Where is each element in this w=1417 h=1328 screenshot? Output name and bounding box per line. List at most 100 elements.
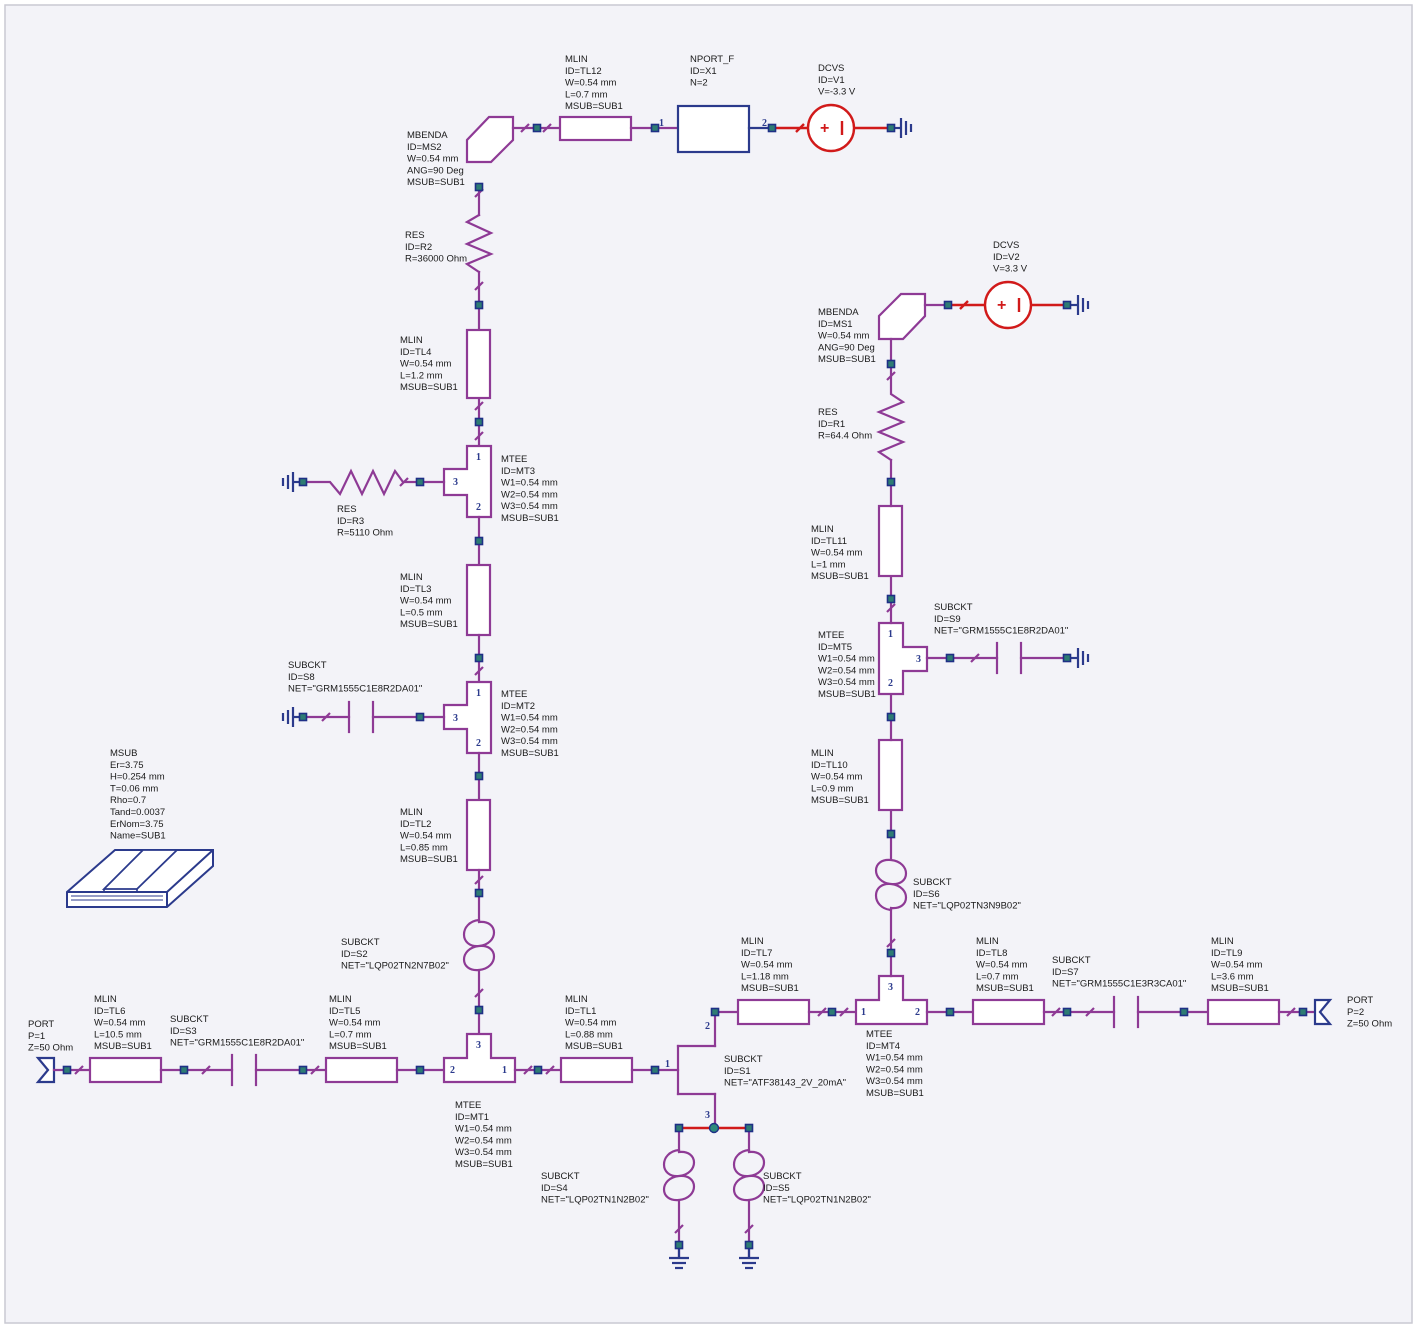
label-line: P=2 <box>1347 1007 1364 1018</box>
port-p1[interactable] <box>35 1056 56 1084</box>
connection-nodes <box>62 123 1308 1250</box>
connection-node[interactable] <box>945 653 955 663</box>
inductor-s2[interactable] <box>463 918 495 1036</box>
label-line: Rho=0.7 <box>110 795 146 806</box>
label-line: Z=50 Ohm <box>1347 1019 1392 1030</box>
bend-ms2[interactable] <box>465 115 515 164</box>
transistor-s1[interactable] <box>676 1010 717 1130</box>
connection-node[interactable] <box>1298 1007 1308 1017</box>
connection-node[interactable] <box>474 771 484 781</box>
mlin-tl6[interactable] <box>88 1056 163 1084</box>
connection-node[interactable] <box>415 477 425 487</box>
connection-node[interactable] <box>674 1240 684 1250</box>
connection-node[interactable] <box>532 123 542 133</box>
tee-mt5[interactable] <box>877 621 929 696</box>
connection-node[interactable] <box>674 1123 684 1133</box>
mlin-tl12[interactable] <box>558 115 633 142</box>
connection-node[interactable] <box>886 829 896 839</box>
connection-node[interactable] <box>179 1065 189 1075</box>
connection-node[interactable] <box>1062 1007 1072 1017</box>
label-line: SUBCKT <box>170 1014 209 1025</box>
connection-node[interactable] <box>62 1065 72 1075</box>
connection-node[interactable] <box>767 123 777 133</box>
mlin-tl2[interactable] <box>465 798 492 872</box>
resistor-r1[interactable] <box>876 362 906 462</box>
label-line: W1=0.54 mm <box>501 713 558 724</box>
connection-node[interactable] <box>886 359 896 369</box>
connection-node[interactable] <box>474 182 484 192</box>
mlin-tl9[interactable] <box>1206 998 1281 1026</box>
port-p2[interactable] <box>1313 998 1333 1026</box>
connection-node[interactable] <box>744 1240 754 1250</box>
connection-node[interactable] <box>474 300 484 310</box>
tee-mt1[interactable] <box>442 1032 517 1084</box>
connection-node[interactable] <box>650 123 660 133</box>
connection-node[interactable] <box>886 712 896 722</box>
connection-node[interactable] <box>533 1065 543 1075</box>
junction-dot[interactable] <box>708 1122 720 1134</box>
mlin-tl7[interactable] <box>736 998 811 1026</box>
connection-node[interactable] <box>1062 653 1072 663</box>
connection-node[interactable] <box>710 1007 720 1017</box>
mlin-tl1[interactable] <box>559 1056 634 1084</box>
connection-node[interactable] <box>744 1123 754 1133</box>
label-line: MLIN <box>329 994 352 1005</box>
connection-node[interactable] <box>298 477 308 487</box>
mlin-tl11[interactable] <box>877 504 904 578</box>
connection-node[interactable] <box>298 712 308 722</box>
label-line: ID=TL9 <box>1211 948 1242 959</box>
nport-x1[interactable] <box>676 104 751 154</box>
label-line: MLIN <box>811 524 834 535</box>
label-line: MSUB=SUB1 <box>565 1041 623 1052</box>
bend-ms1[interactable] <box>877 292 927 341</box>
mlin-tl4[interactable] <box>465 328 492 400</box>
connection-node[interactable] <box>474 888 484 898</box>
connection-node[interactable] <box>1062 300 1072 310</box>
label-line: MSUB=SUB1 <box>400 854 458 865</box>
connection-node[interactable] <box>1179 1007 1189 1017</box>
tee-mt4[interactable] <box>854 974 929 1026</box>
dc-source-v2[interactable] <box>983 280 1033 330</box>
connection-node[interactable] <box>474 1005 484 1015</box>
connection-node[interactable] <box>298 1065 308 1075</box>
connection-node[interactable] <box>945 1007 955 1017</box>
label-line: MLIN <box>565 994 588 1005</box>
label-line: Z=50 Ohm <box>28 1043 73 1054</box>
svg-text:1: 1 <box>861 1007 866 1018</box>
connection-node[interactable] <box>886 123 896 133</box>
connection-node[interactable] <box>474 653 484 663</box>
svg-text:1: 1 <box>502 1065 507 1076</box>
connection-node[interactable] <box>886 477 896 487</box>
connection-node[interactable] <box>886 594 896 604</box>
dc-source-v1[interactable] <box>806 103 856 153</box>
mlin-tl8[interactable] <box>971 998 1046 1026</box>
label-line: MLIN <box>400 335 423 346</box>
connection-node[interactable] <box>827 1007 837 1017</box>
connection-node[interactable] <box>474 417 484 427</box>
mlin-tl5[interactable] <box>324 1056 399 1084</box>
label-line: L=0.7 mm <box>329 1029 372 1040</box>
tee-mt2[interactable] <box>442 680 493 755</box>
connection-node[interactable] <box>474 536 484 546</box>
resistor-r3[interactable] <box>301 468 422 497</box>
resistor-r2[interactable] <box>464 213 494 274</box>
connection-node[interactable] <box>415 712 425 722</box>
connection-node[interactable] <box>886 948 896 958</box>
mlin-tl10[interactable] <box>877 738 904 812</box>
label-line: NET="GRM1555C1E8R2DA01" <box>934 626 1068 637</box>
connection-node[interactable] <box>415 1065 425 1075</box>
label-line: MLIN <box>400 807 423 818</box>
tee-mt3[interactable] <box>442 444 493 519</box>
mlin-tl3[interactable] <box>465 563 492 637</box>
connection-node[interactable] <box>650 1065 660 1075</box>
label-line: N=2 <box>690 78 708 89</box>
connection-node[interactable] <box>943 300 953 310</box>
label-line: ID=MT5 <box>818 642 852 653</box>
label-line: MSUB=SUB1 <box>866 1088 924 1099</box>
label-line: W1=0.54 mm <box>866 1053 923 1064</box>
